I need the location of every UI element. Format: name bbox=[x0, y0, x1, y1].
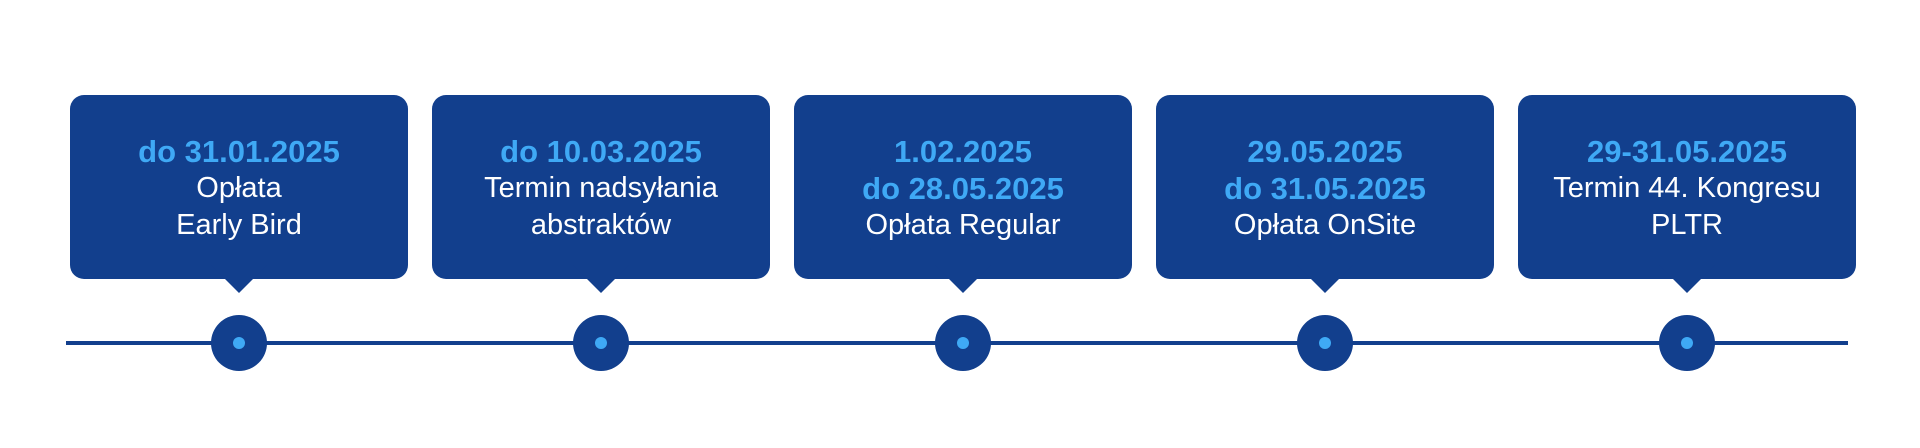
milestone-congress: 29-31.05.2025 Termin 44. Kongresu PLTR bbox=[1518, 0, 1856, 448]
milestone-abstracts: do 10.03.2025 Termin nadsyłania abstrakt… bbox=[432, 0, 770, 448]
milestone-date: do 10.03.2025 bbox=[500, 134, 702, 169]
milestone-date: 29-31.05.2025 bbox=[1587, 134, 1787, 169]
timeline-marker bbox=[1297, 315, 1353, 371]
milestone-label: Opłata bbox=[196, 172, 282, 204]
marker-dot bbox=[957, 337, 969, 349]
milestone-label: Early Bird bbox=[176, 209, 302, 241]
milestone-label: PLTR bbox=[1651, 209, 1723, 241]
milestone-card: 1.02.2025 do 28.05.2025 Opłata Regular bbox=[794, 95, 1132, 279]
milestone-card: 29.05.2025 do 31.05.2025 Opłata OnSite bbox=[1156, 95, 1494, 279]
marker-dot bbox=[1681, 337, 1693, 349]
milestone-date: 1.02.2025 bbox=[894, 134, 1032, 169]
timeline-marker bbox=[211, 315, 267, 371]
card-pointer bbox=[1297, 265, 1353, 293]
milestone-date: do 28.05.2025 bbox=[862, 171, 1064, 206]
card-pointer bbox=[935, 265, 991, 293]
card-pointer bbox=[211, 265, 267, 293]
milestone-date: 29.05.2025 bbox=[1247, 134, 1403, 169]
milestone-label: Termin 44. Kongresu bbox=[1553, 172, 1821, 204]
milestone-card: do 31.01.2025 Opłata Early Bird bbox=[70, 95, 408, 279]
milestone-label: Termin nadsyłania bbox=[484, 172, 718, 204]
milestone-label: Opłata OnSite bbox=[1233, 209, 1417, 241]
marker-dot bbox=[233, 337, 245, 349]
timeline-marker bbox=[1659, 315, 1715, 371]
milestone-card: do 10.03.2025 Termin nadsyłania abstrakt… bbox=[432, 95, 770, 279]
card-pointer bbox=[1659, 265, 1715, 293]
marker-dot bbox=[595, 337, 607, 349]
milestone-label: abstraktów bbox=[530, 209, 672, 241]
card-pointer bbox=[573, 265, 629, 293]
milestone-regular: 1.02.2025 do 28.05.2025 Opłata Regular bbox=[794, 0, 1132, 448]
milestone-onsite: 29.05.2025 do 31.05.2025 Opłata OnSite bbox=[1156, 0, 1494, 448]
milestone-label: Opłata Regular bbox=[865, 209, 1061, 241]
milestone-card: 29-31.05.2025 Termin 44. Kongresu PLTR bbox=[1518, 95, 1856, 279]
milestone-date: do 31.05.2025 bbox=[1224, 171, 1426, 206]
milestone-date: do 31.01.2025 bbox=[138, 134, 340, 169]
marker-dot bbox=[1319, 337, 1331, 349]
milestone-early-bird: do 31.01.2025 Opłata Early Bird bbox=[70, 0, 408, 448]
timeline-marker bbox=[935, 315, 991, 371]
timeline-marker bbox=[573, 315, 629, 371]
